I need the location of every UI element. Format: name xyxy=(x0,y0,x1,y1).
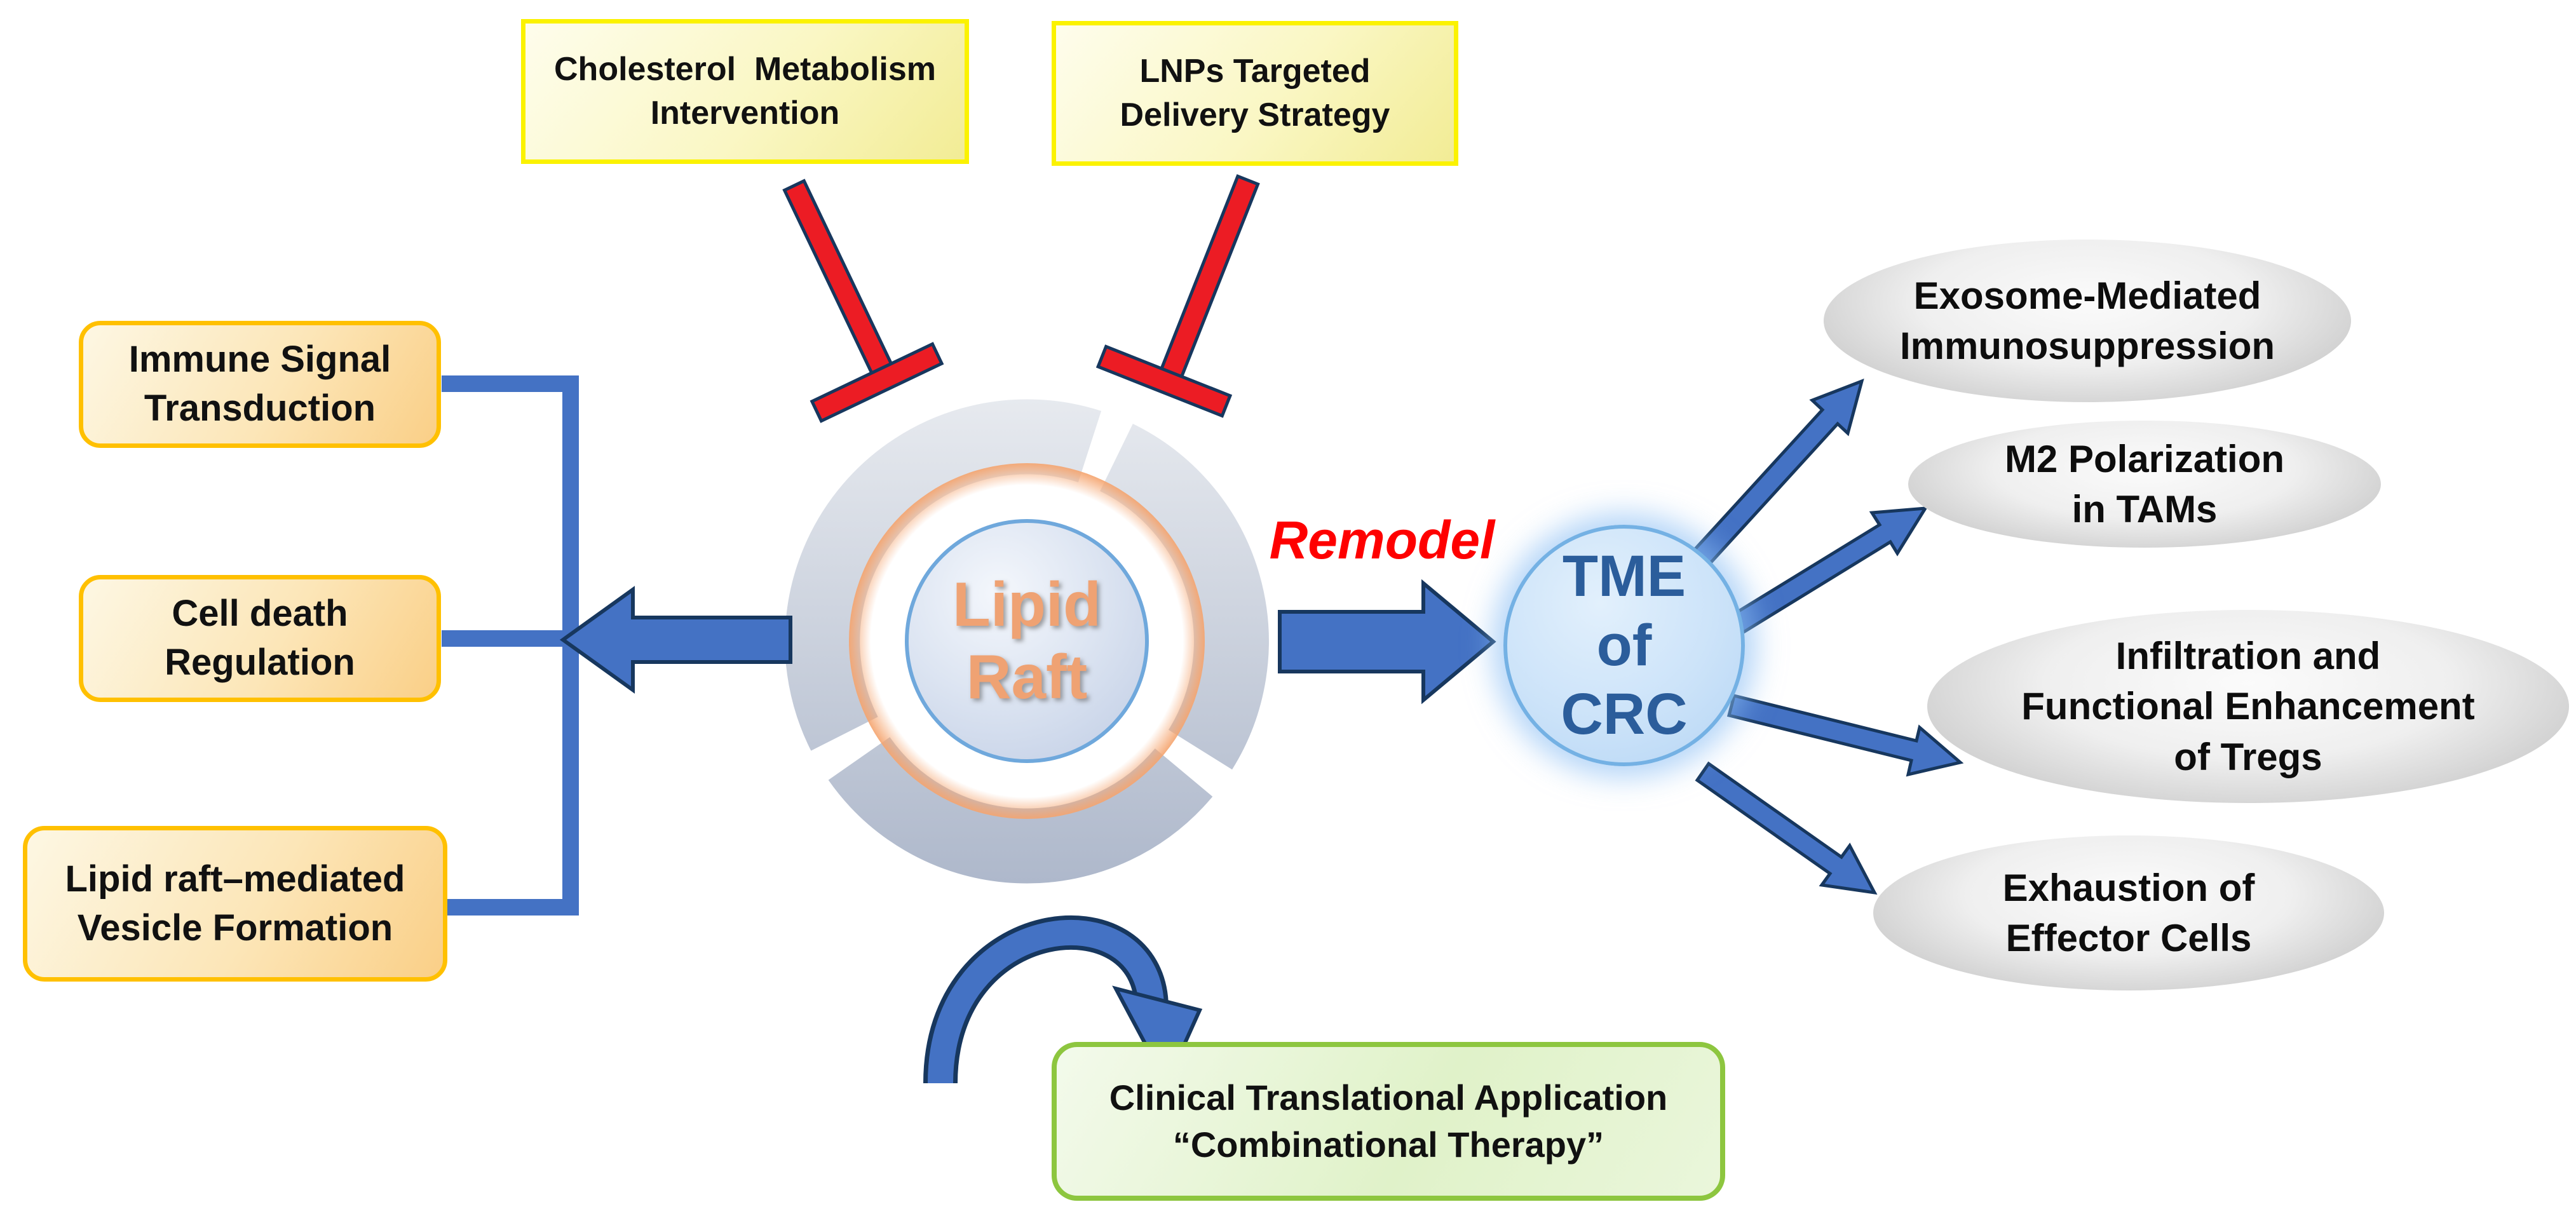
effect-tregs-line1: Infiltration and xyxy=(2115,635,2381,678)
tme-of-crc-circle: TME of CRC xyxy=(1503,525,1745,766)
tme-line2: of xyxy=(1596,612,1652,678)
lipid-raft-circle: Lipid Raft xyxy=(905,519,1149,763)
intervention-box-lnps-line1: LNPs Targeted xyxy=(1139,53,1371,90)
tme-line3: CRC xyxy=(1561,682,1688,747)
function-box-vesicle-formation: Lipid raft–mediated Vesicle Formation xyxy=(23,826,447,982)
intervention-box-cholesterol-line1: Cholesterol Metabolism xyxy=(554,51,936,88)
remodel-label: Remodel xyxy=(1245,505,1519,575)
lipid-raft-line2: Raft xyxy=(966,642,1088,712)
effect-exhaustion-line1: Exhaustion of xyxy=(2002,866,2255,909)
segmented-ring-icon xyxy=(785,399,1269,884)
intervention-box-cholesterol-line2: Intervention xyxy=(650,95,840,132)
remodel-label-text: Remodel xyxy=(1269,510,1495,570)
clinical-box-line1: Clinical Translational Application xyxy=(1109,1078,1668,1118)
arrow-to-exosome-icon xyxy=(1685,378,1864,574)
effect-exosome-line2: Immunosuppression xyxy=(1899,325,2275,367)
function-box-cell-death-line2: Regulation xyxy=(165,642,355,683)
function-box-immune-signal: Immune Signal Transduction xyxy=(79,321,441,448)
function-bracket-connector xyxy=(442,375,579,916)
clinical-curved-arrow-icon xyxy=(923,915,1203,1088)
intervention-box-lnps: LNPs Targeted Delivery Strategy xyxy=(1052,21,1458,166)
function-box-cell-death-line1: Cell death xyxy=(172,593,348,635)
intervention-box-cholesterol: Cholesterol Metabolism Intervention xyxy=(521,19,969,164)
effect-m2-line2: in TAMs xyxy=(2071,488,2218,530)
function-box-vesicle-formation-line1: Lipid raft–mediated xyxy=(65,858,405,900)
clinical-translation-box: Clinical Translational Application “Comb… xyxy=(1052,1042,1725,1201)
effect-tregs-line2: Functional Enhancement xyxy=(2021,685,2475,728)
inhibition-tbar-right-icon xyxy=(1095,174,1260,418)
effect-ellipse-tregs: Infiltration and Functional Enhancement … xyxy=(1927,610,2569,803)
function-box-cell-death: Cell death Regulation xyxy=(79,575,441,702)
arrow-to-m2-icon xyxy=(1711,506,1929,647)
intervention-box-lnps-line2: Delivery Strategy xyxy=(1120,97,1390,133)
effect-exosome-line1: Exosome-Mediated xyxy=(1913,274,2261,317)
lipid-raft-line1: Lipid xyxy=(952,569,1102,640)
effect-tregs-line3: of Tregs xyxy=(2174,735,2322,778)
remodel-arrow-icon xyxy=(1278,579,1496,705)
tme-line1: TME xyxy=(1562,544,1686,609)
arrow-to-exhaustion-icon xyxy=(1695,761,1878,895)
inhibition-tbar-left-icon xyxy=(782,179,944,423)
clinical-box-line2: “Combinational Therapy” xyxy=(1172,1125,1604,1165)
effect-ellipse-exosome: Exosome-Mediated Immunosuppression xyxy=(1824,240,2351,402)
effect-m2-line1: M2 Polarization xyxy=(2004,437,2285,480)
function-box-immune-signal-line1: Immune Signal xyxy=(128,339,391,381)
effect-ellipse-exhaustion: Exhaustion of Effector Cells xyxy=(1873,835,2384,990)
effect-exhaustion-line2: Effector Cells xyxy=(2005,917,2252,959)
function-box-immune-signal-line2: Transduction xyxy=(144,388,376,429)
tme-effect-arrows xyxy=(1685,378,1964,895)
function-box-vesicle-formation-line2: Vesicle Formation xyxy=(77,907,393,949)
effect-ellipse-m2-polarization: M2 Polarization in TAMs xyxy=(1908,421,2381,548)
left-arrow-icon xyxy=(559,586,792,694)
arrow-to-tregs-icon xyxy=(1726,693,1964,777)
